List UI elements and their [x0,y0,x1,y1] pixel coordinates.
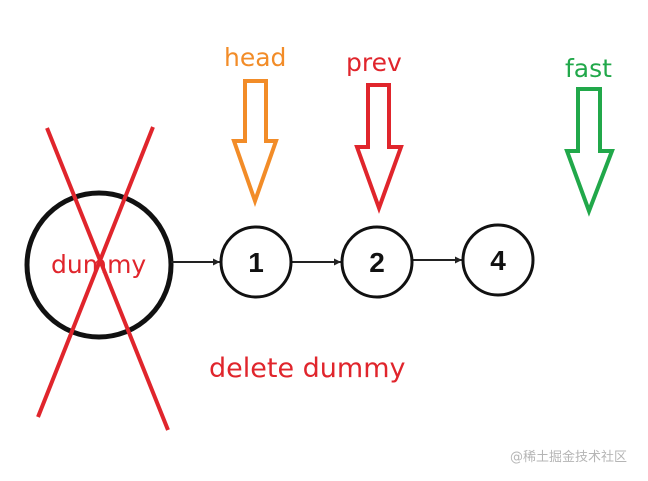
node-1: 1 [219,225,293,299]
delete-cross [36,126,170,431]
watermark-logo: @稀土掘金技术社区 [510,450,628,465]
caption-delete-dummy: delete dummy [209,353,406,384]
dummy-node [24,190,174,340]
fast-pointer-arrow [564,87,615,217]
head-pointer-arrow [231,79,279,208]
node-2: 2 [340,225,414,299]
node-1-value: 1 [248,247,264,278]
dummy-node-label: dummy [51,250,147,279]
node-1-circle [219,225,293,299]
cross-stroke-2 [36,126,155,418]
node-2-circle [340,225,414,299]
prev-pointer-arrow [354,83,404,214]
fast-pointer-label: fast [565,54,612,83]
node-4-value: 4 [490,245,506,276]
node-4: 4 [461,223,535,297]
node-4-circle [461,223,535,297]
head-pointer-label: head [224,43,287,72]
cross-stroke-1 [45,127,170,431]
node-2-value: 2 [369,247,385,278]
prev-pointer-label: prev [346,48,402,77]
